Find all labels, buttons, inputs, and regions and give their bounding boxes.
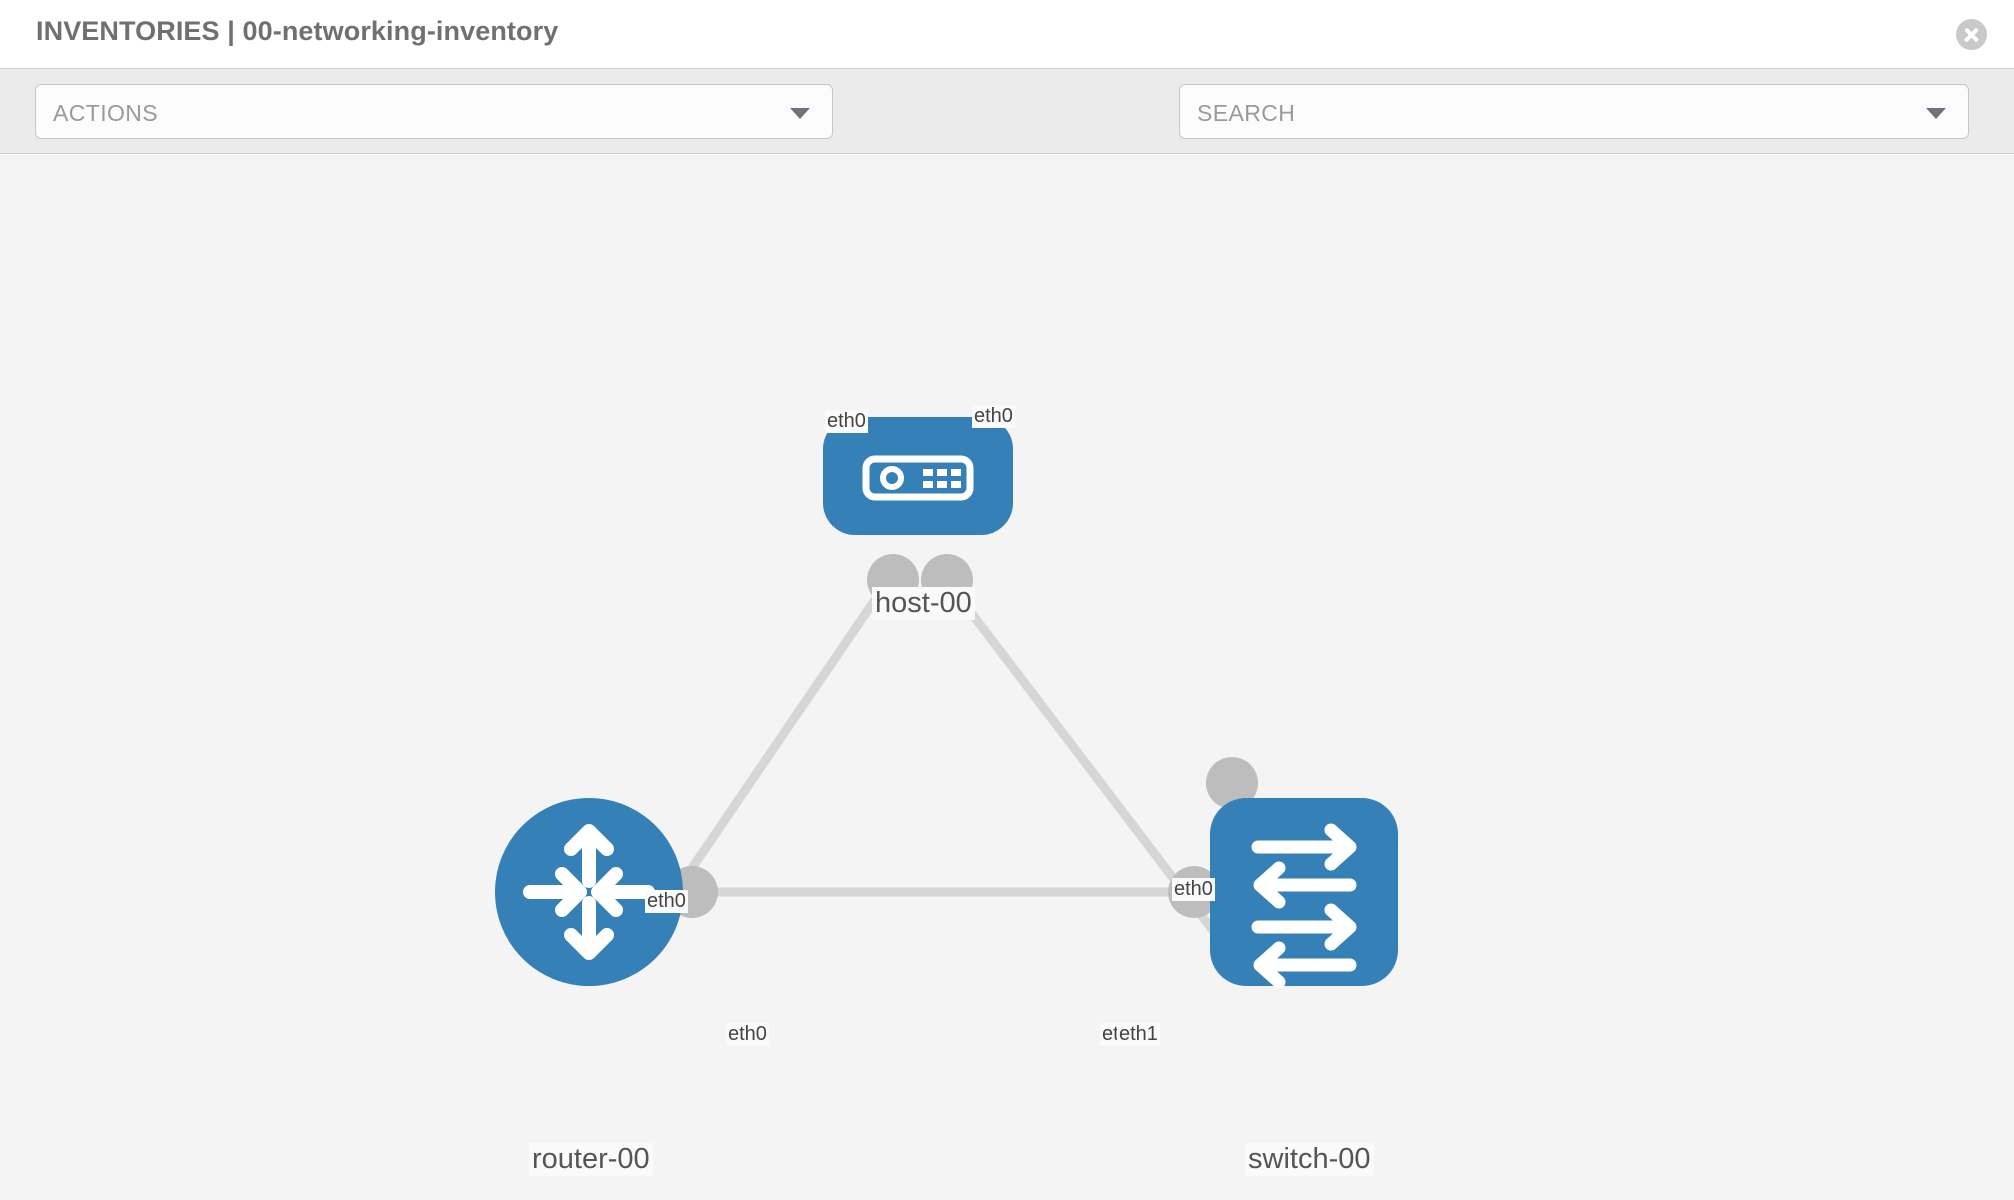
interface-label: eth0 — [972, 405, 1015, 428]
interface-label: eth0 — [1172, 878, 1215, 901]
actions-dropdown[interactable]: ACTIONS — [35, 84, 833, 139]
node-label-host-00: host-00 — [872, 587, 975, 620]
actions-dropdown-label: ACTIONS — [53, 100, 159, 126]
interface-label: eth0 — [726, 1023, 769, 1046]
interface-label: eth0 — [825, 410, 868, 433]
node-host-00 — [823, 417, 1013, 535]
node-switch-00 — [1210, 798, 1398, 989]
node-router-00 — [495, 798, 683, 986]
topology-canvas[interactable]: eth0 eth0 eth0 eth0 eth0 eth0 eth1 host-… — [0, 155, 2014, 1200]
switch-arrows-icon — [1251, 823, 1357, 989]
topology-links — [641, 582, 1230, 940]
router-arrows-icon — [523, 824, 655, 960]
chevron-down-icon — [790, 108, 810, 119]
toolbar: ACTIONS SEARCH — [0, 68, 2014, 197]
chevron-down-icon[interactable] — [1926, 108, 1946, 119]
page-title: INVENTORIES | 00-networking-inventory — [36, 16, 559, 46]
node-label-switch-00: switch-00 — [1245, 1143, 1374, 1176]
node-label-router-00: router-00 — [529, 1143, 653, 1176]
search-placeholder: SEARCH — [1197, 100, 1296, 126]
close-icon[interactable] — [1956, 19, 1987, 50]
interface-label: eth0 — [645, 890, 688, 913]
server-icon — [862, 455, 974, 501]
topology-graph — [495, 417, 1398, 989]
interface-label: eth1 — [1117, 1023, 1160, 1046]
page-header: INVENTORIES | 00-networking-inventory — [0, 0, 2014, 68]
search-input[interactable]: SEARCH — [1179, 84, 1969, 139]
connector-switch00-top — [1206, 757, 1258, 809]
